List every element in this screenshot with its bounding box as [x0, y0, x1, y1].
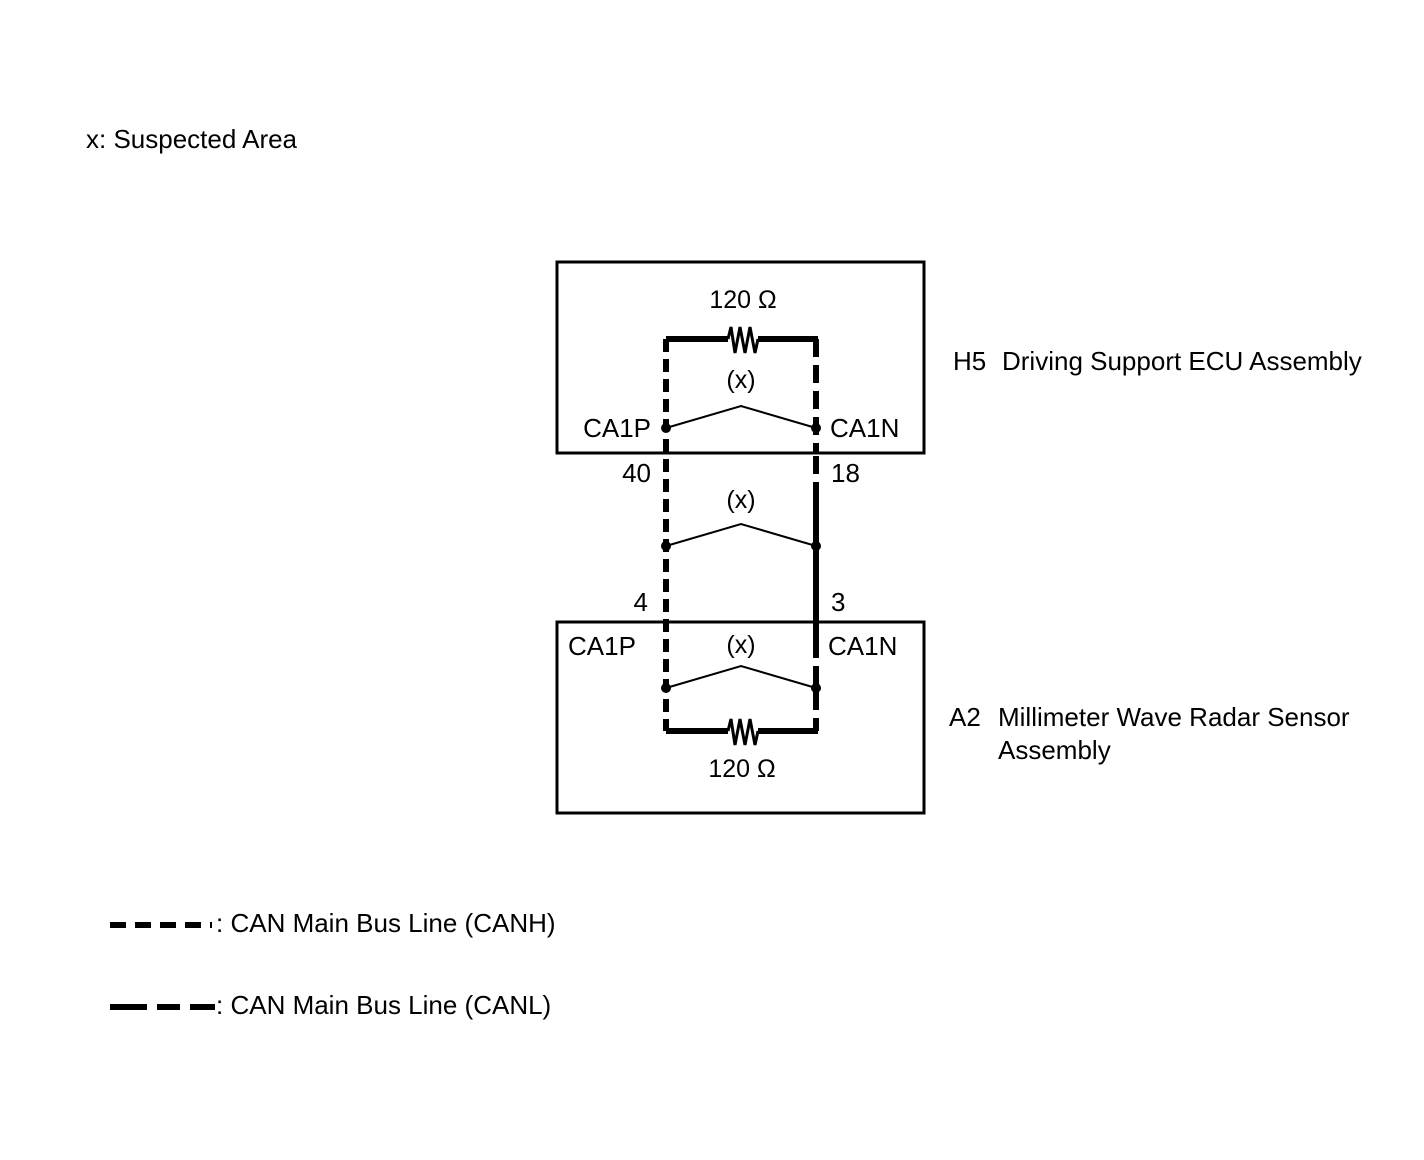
pin-name-ca1n-bottom: CA1N [828, 631, 897, 661]
terminating-resistor-bottom [666, 718, 818, 746]
pin-number-3: 3 [831, 587, 845, 617]
legend-canh-label: : CAN Main Bus Line (CANH) [216, 908, 556, 938]
short-indicator-top [665, 404, 817, 429]
fault-mark-harness: (x) [726, 486, 755, 514]
ecu-box-h5 [555, 260, 926, 455]
pin-name-ca1n-top: CA1N [830, 413, 899, 443]
ecu-name-a2-line1: Millimeter Wave Radar Sensor [998, 702, 1350, 732]
pin-name-ca1p-bottom: CA1P [568, 631, 636, 661]
terminating-resistor-top [666, 326, 818, 354]
resistor-label-top: 120 Ω [709, 286, 776, 314]
fault-mark-bottom: (x) [726, 631, 755, 659]
junction-dot [661, 541, 671, 551]
resistor-label-bottom: 120 Ω [708, 755, 775, 783]
pin-number-18: 18 [831, 458, 860, 488]
short-indicator-harness [665, 522, 817, 547]
junction-dot [811, 541, 821, 551]
legend-canl-label: : CAN Main Bus Line (CANL) [216, 990, 551, 1020]
pin-number-40: 40 [622, 458, 651, 488]
short-indicator-bottom [665, 664, 817, 689]
suspected-area-note: x: Suspected Area [86, 124, 298, 154]
junction-dot [811, 683, 821, 693]
ecu-box-a2 [555, 620, 926, 815]
pin-name-ca1p-top: CA1P [583, 413, 651, 443]
ecu-code-a2: A2 [949, 702, 981, 732]
pin-number-4: 4 [634, 587, 648, 617]
ecu-code-h5: H5 [953, 346, 986, 376]
ecu-name-a2-line2: Assembly [998, 735, 1111, 765]
ecu-name-h5: Driving Support ECU Assembly [1002, 346, 1362, 376]
junction-dot [661, 683, 671, 693]
fault-mark-top: (x) [726, 366, 755, 394]
